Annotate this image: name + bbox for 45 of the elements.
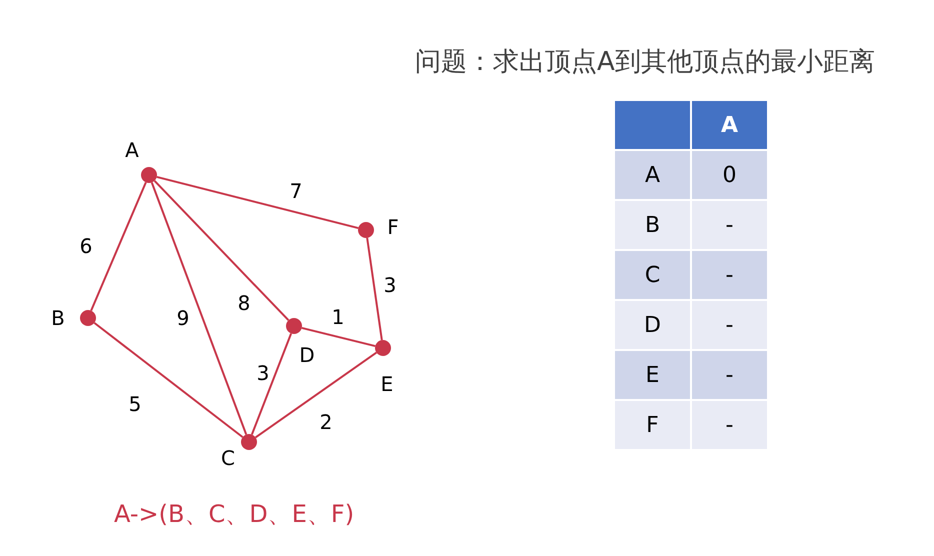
vertex-label: D <box>299 343 315 367</box>
graph-edge <box>254 352 378 438</box>
edge-label: 1 <box>332 305 344 329</box>
edge-label: 5 <box>128 392 142 416</box>
graph-edge <box>156 176 358 229</box>
vertex-cell: E <box>615 351 690 399</box>
vertex-dot <box>375 340 391 356</box>
vertex-label: F <box>387 215 399 239</box>
graph-edge <box>90 182 147 312</box>
graph-edge <box>366 238 383 340</box>
graph-edge <box>302 326 376 348</box>
vertex-dot <box>286 318 302 334</box>
vertex-label: B <box>51 306 65 330</box>
vertex-label: A <box>125 138 139 162</box>
vertex-cell: A <box>615 151 690 199</box>
graph-edge <box>154 180 290 321</box>
graph-edge <box>250 333 292 435</box>
vertex-label: E <box>380 372 394 396</box>
vertex-cell: F <box>615 401 690 449</box>
distance-cell: - <box>692 351 767 399</box>
edge-label: 9 <box>176 306 190 330</box>
vertex-cell: D <box>615 301 690 349</box>
distance-cell: 0 <box>692 151 767 199</box>
edge-label: 3 <box>384 273 396 297</box>
edge-label: 7 <box>290 179 302 203</box>
distance-cell: - <box>692 201 767 249</box>
vertex-cell: B <box>615 201 690 249</box>
edge-label: 3 <box>256 361 270 385</box>
vertex-dot <box>358 222 374 238</box>
result-note: A->(B、C、D、E、F) <box>114 499 354 530</box>
edge-label: 6 <box>80 234 92 258</box>
column-header: A <box>692 101 767 149</box>
vertex-label: C <box>221 446 235 470</box>
edge-label: 2 <box>320 410 332 434</box>
graph-edge <box>94 322 244 438</box>
distance-cell: - <box>692 301 767 349</box>
edge-label: 8 <box>238 291 250 315</box>
distance-cell: - <box>692 251 767 299</box>
vertex-dot <box>241 434 257 450</box>
vertex-dot <box>80 310 96 326</box>
graph-edge <box>150 182 248 435</box>
vertex-dot <box>141 167 157 183</box>
vertex-cell: C <box>615 251 690 299</box>
distance-cell: - <box>692 401 767 449</box>
title: 问题：求出顶点A到其他顶点的最小距离 <box>415 46 875 78</box>
